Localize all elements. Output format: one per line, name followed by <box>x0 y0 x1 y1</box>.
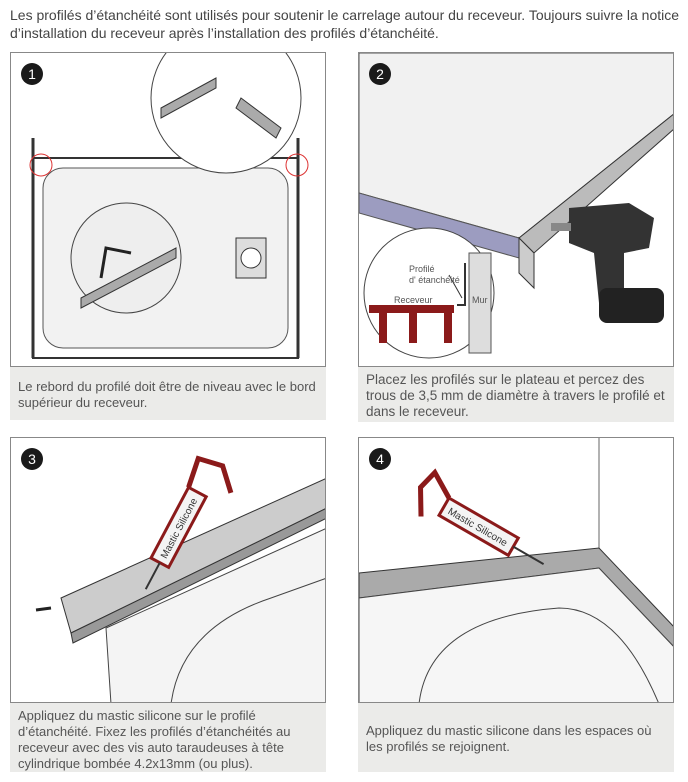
shower-tray-drawing <box>29 53 309 359</box>
label-receveur: Receveur <box>394 295 433 305</box>
label-profile: Profilé <box>409 264 435 274</box>
step-3-caption: Appliquez du mastic silicone sur le prof… <box>10 703 326 772</box>
step-1-illustration: 1 <box>10 52 326 367</box>
step-3-illustration: 3 Mastic Silicone <box>10 437 326 703</box>
drilling-drawing <box>359 53 673 359</box>
step-1-caption: Le rebord du profilé doit être de niveau… <box>10 367 326 420</box>
step-number: 3 <box>21 448 43 470</box>
step-number: 4 <box>369 448 391 470</box>
step-number: 2 <box>369 63 391 85</box>
intro-text: Les profilés d’étanchéité sont utilisés … <box>10 7 680 41</box>
label-profile-line2: d' étanchéité <box>409 275 460 285</box>
step-2-illustration: 2 Profilé d' étanchéité Receveur Mur <box>358 52 674 367</box>
label-mur: Mur <box>472 295 488 305</box>
step-4-illustration: 4 Mastic Silicone <box>358 437 674 703</box>
step-2-caption: Placez les profilés sur le plateau et pe… <box>358 367 674 422</box>
step-number: 1 <box>21 63 43 85</box>
step-4-caption: Appliquez du mastic silicone dans les es… <box>358 703 674 772</box>
corner-sealing-drawing: Mastic Silicone <box>359 438 673 702</box>
silicone-profile-drawing: Mastic Silicone <box>35 455 325 702</box>
